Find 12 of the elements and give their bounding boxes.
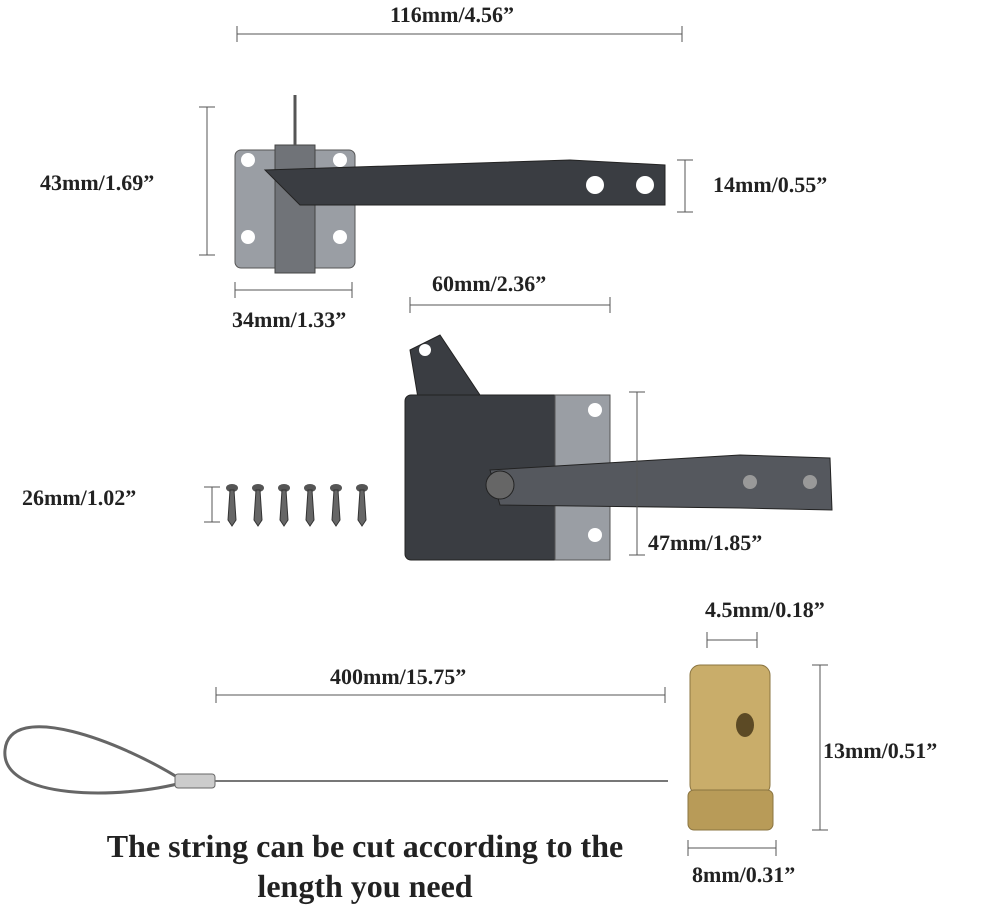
dimension-label: 43mm/1.69” [40,170,154,196]
dimension-label: 13mm/0.51” [823,738,938,764]
dimension-label: 400mm/15.75” [330,664,466,690]
dimension-label: 116mm/4.56” [390,2,514,28]
dimension-label: 26mm/1.02” [22,485,136,511]
note-text: The string can be cut according to the length you need [106,827,624,906]
dimension-label: 4.5mm/0.18” [705,597,825,623]
dimension-label: 60mm/2.36” [432,271,546,297]
dimension-label: 34mm/1.33” [232,307,346,333]
dimension-label: 47mm/1.85” [648,530,762,556]
dimension-label: 8mm/0.31” [692,862,796,888]
dimension-label: 14mm/0.55” [713,172,828,198]
